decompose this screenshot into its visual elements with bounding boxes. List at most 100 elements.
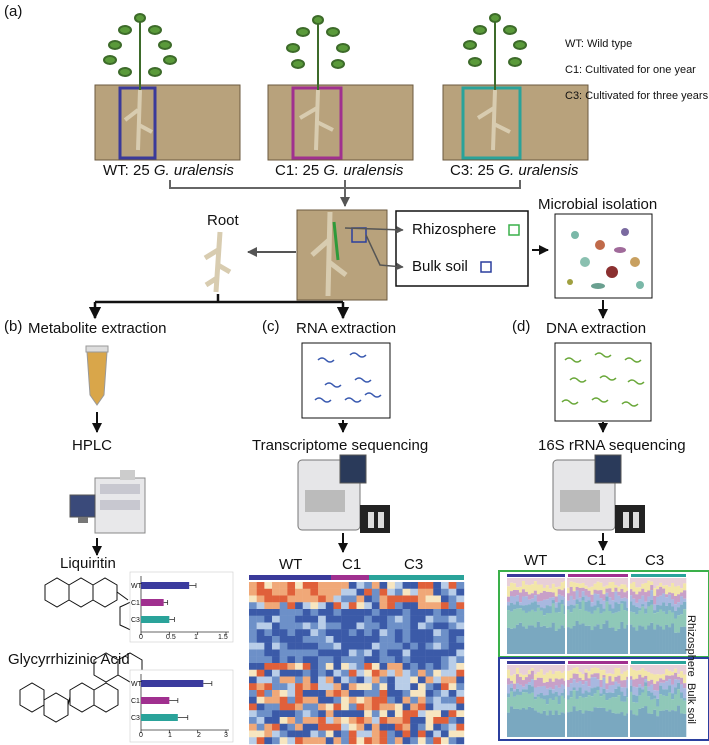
composition-segment	[665, 597, 669, 606]
composition-segment	[509, 578, 514, 583]
soil-box-wt	[94, 84, 241, 161]
composition-segment	[569, 665, 573, 671]
composition-segment	[632, 665, 636, 670]
heatmap-cell	[348, 602, 357, 610]
heatmap-cell	[341, 656, 350, 664]
composition-segment	[533, 696, 538, 700]
heatmap-cell	[364, 609, 373, 616]
composition-segment	[557, 628, 561, 654]
heatmap-cell	[325, 629, 334, 637]
composition-segment	[539, 584, 544, 593]
composition-segment	[599, 582, 603, 591]
composition-segment	[593, 589, 597, 594]
heatmap-cell	[356, 737, 365, 745]
heatmap-cell	[394, 609, 403, 616]
heatmap-cell	[256, 737, 265, 745]
heatmap-cell	[325, 737, 334, 745]
composition-segment	[548, 687, 553, 690]
heatmap-cell	[295, 690, 303, 697]
heatmap-cell	[264, 595, 273, 603]
heatmap-group-c3: C3	[404, 556, 424, 573]
composition-segment	[626, 670, 630, 677]
heatmap-cell	[410, 683, 419, 691]
composition-segment	[557, 594, 561, 603]
composition-segment	[539, 698, 544, 714]
composition-segment	[653, 610, 657, 614]
chart2-cat-wt: WT	[131, 681, 142, 688]
heatmap-cell	[433, 723, 442, 731]
composition-segment	[518, 622, 523, 654]
composition-segment	[629, 601, 633, 612]
heatmap-cell	[325, 642, 334, 650]
composition-segment	[524, 665, 529, 675]
heatmap-cell	[325, 703, 334, 711]
composition-segment	[512, 674, 517, 684]
composition-segment	[572, 599, 576, 606]
composition-segment	[518, 684, 523, 692]
heatmap-cell	[279, 615, 288, 623]
composition-segment	[578, 709, 582, 737]
composition-segment	[614, 587, 618, 592]
composition-segment	[623, 665, 627, 672]
composition-segment	[653, 595, 657, 605]
composition-segment	[665, 696, 669, 710]
heatmap-cell	[433, 615, 442, 623]
heatmap-cell	[249, 723, 257, 731]
composition-segment	[680, 698, 684, 714]
heatmap-cell	[310, 737, 319, 745]
composition-segment	[626, 624, 630, 654]
heatmap-cell	[287, 582, 296, 589]
heatmap-cell	[394, 723, 403, 731]
heatmap-cell	[402, 669, 411, 677]
heatmap-cell	[387, 717, 396, 724]
composition-segment	[614, 688, 618, 698]
heatmap-cell	[287, 609, 296, 616]
composition-segment	[554, 691, 559, 697]
heatmap-cell	[341, 690, 350, 697]
heatmap-cell	[264, 696, 273, 704]
composition-segment	[536, 621, 541, 654]
heatmap-cell	[325, 588, 334, 596]
heatmap-cell	[440, 723, 449, 731]
composition-segment	[524, 584, 529, 592]
composition-segment	[572, 625, 576, 654]
heatmap-cell	[425, 710, 434, 718]
composition-segment	[599, 696, 603, 708]
composition-segment	[578, 588, 582, 598]
composition-segment	[629, 665, 633, 668]
composition-segment	[518, 592, 523, 603]
heatmap-cell	[394, 649, 403, 657]
composition-segment	[662, 585, 666, 589]
composition-segment	[620, 701, 624, 713]
composition-segment	[593, 665, 597, 668]
heatmap-cell	[302, 615, 311, 623]
heatmap-cell	[325, 622, 334, 630]
composition-segment	[569, 578, 573, 582]
heatmap-cell	[410, 615, 419, 623]
heatmap-cell	[379, 676, 388, 684]
composition-segment	[617, 628, 621, 654]
chart1-tick-2: 1	[194, 634, 198, 641]
heatmap-cell	[287, 737, 296, 745]
heatmap-cell	[295, 582, 303, 589]
composition-segment	[545, 612, 550, 628]
composition-segment	[515, 667, 520, 675]
heatmap-cell	[417, 690, 426, 697]
heatmap-cell	[264, 663, 273, 670]
composition-segment	[566, 679, 570, 688]
heatmap-cell	[410, 676, 419, 684]
heatmap-cell	[325, 656, 334, 664]
heatmap-cell	[256, 710, 265, 718]
heatmap-cell	[394, 656, 403, 664]
heatmap-cell	[272, 609, 280, 616]
heatmap-cell	[410, 595, 419, 603]
heatmap-cell	[310, 595, 319, 603]
heatmap-cell	[371, 622, 380, 630]
heatmap-cell	[272, 663, 280, 670]
heatmap-cell	[310, 642, 319, 650]
composition-segment	[608, 611, 612, 628]
heatmap-cell	[341, 582, 350, 589]
heatmap-cell	[387, 629, 396, 637]
composition-segment	[635, 702, 639, 716]
rhizosphere-side-label: Rhizosphere	[685, 615, 697, 677]
